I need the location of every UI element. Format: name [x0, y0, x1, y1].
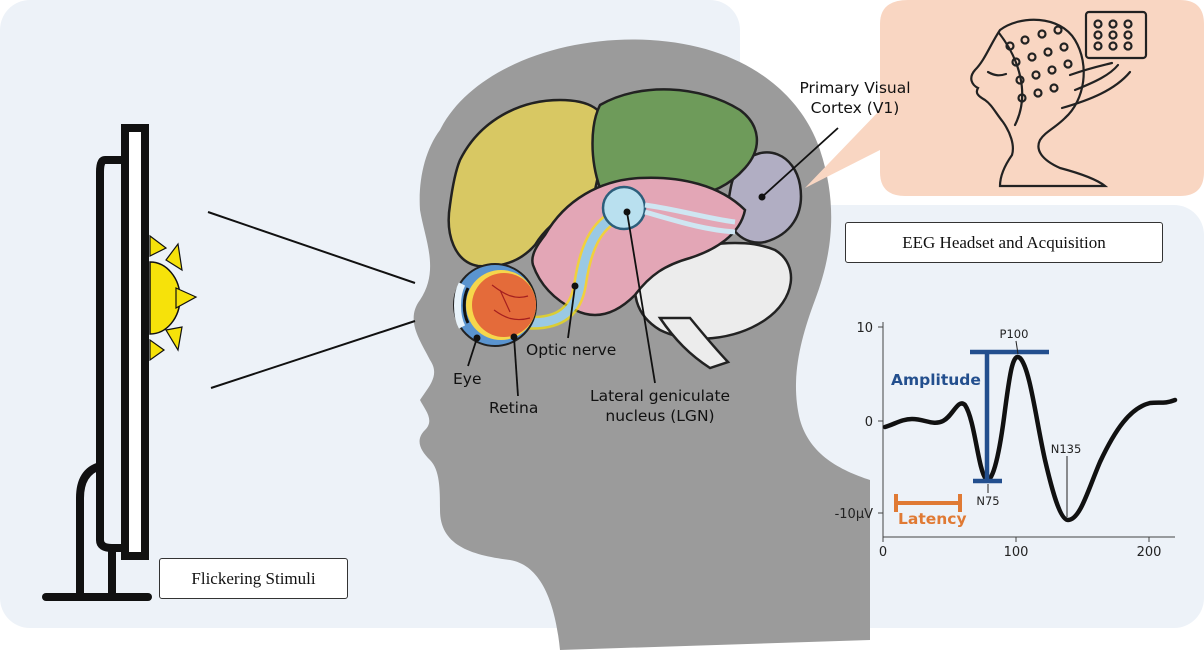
vep-waveform: [882, 354, 1178, 523]
pointer-v1-dot: [758, 193, 766, 201]
peak-n135-label: N135: [1051, 442, 1082, 456]
optic-pathway: [513, 185, 736, 330]
y-tick-10: 10: [856, 321, 873, 336]
pointer-eye-dot: [473, 334, 481, 342]
lgn-label: Lateral geniculate nucleus (LGN): [589, 387, 731, 425]
visual-ray-upper: [207, 211, 416, 284]
retina-label: Retina: [489, 399, 539, 417]
monitor: [42, 124, 152, 601]
x-tick-200: 200: [1137, 545, 1162, 560]
latency-label: Latency: [898, 510, 967, 528]
frontal-lobe: [447, 98, 610, 268]
pointer-lgn-dot: [623, 208, 631, 216]
pointer-lgn: [626, 211, 656, 384]
flickering-stimuli-label: Flickering Stimuli: [159, 558, 348, 599]
eye-label: Eye: [453, 370, 482, 388]
vep-chart: 10 0 -10μV 0 100 200 Amplitude Latency P…: [835, 321, 1178, 560]
peak-p100-label: P100: [1000, 327, 1029, 341]
x-tick-0: 0: [879, 545, 887, 560]
flicker-sun-icon: [149, 234, 198, 362]
primary-visual-cortex-label: Primary Visual Cortex (V1): [799, 79, 911, 117]
x-tick-100: 100: [1004, 545, 1029, 560]
pointer-optic-nerve: [567, 285, 576, 339]
peak-p100-pointer: [1015, 340, 1019, 355]
pointer-optic-nerve-dot: [571, 282, 579, 290]
pointer-v1: [761, 127, 839, 198]
pointer-retina: [513, 336, 519, 397]
y-tick-minus10: -10μV: [835, 507, 874, 522]
visual-ray-lower: [210, 320, 416, 389]
eeg-headset-icon: [970, 10, 1148, 188]
eeg-acquisition-label: EEG Headset and Acquisition: [845, 222, 1163, 263]
peak-n75-label: N75: [976, 494, 999, 508]
brainstem: [657, 316, 731, 370]
parietal-lobe: [591, 88, 759, 197]
lgn-structure: [601, 185, 647, 231]
amplitude-label: Amplitude: [891, 371, 981, 389]
y-tick-0: 0: [865, 415, 873, 430]
eeg-callout-bubble: [805, 0, 1204, 196]
eye-illustration: [453, 263, 537, 347]
pointer-retina-dot: [510, 333, 518, 341]
pointer-eye: [467, 337, 478, 367]
optic-nerve-label: Optic nerve: [526, 341, 617, 359]
